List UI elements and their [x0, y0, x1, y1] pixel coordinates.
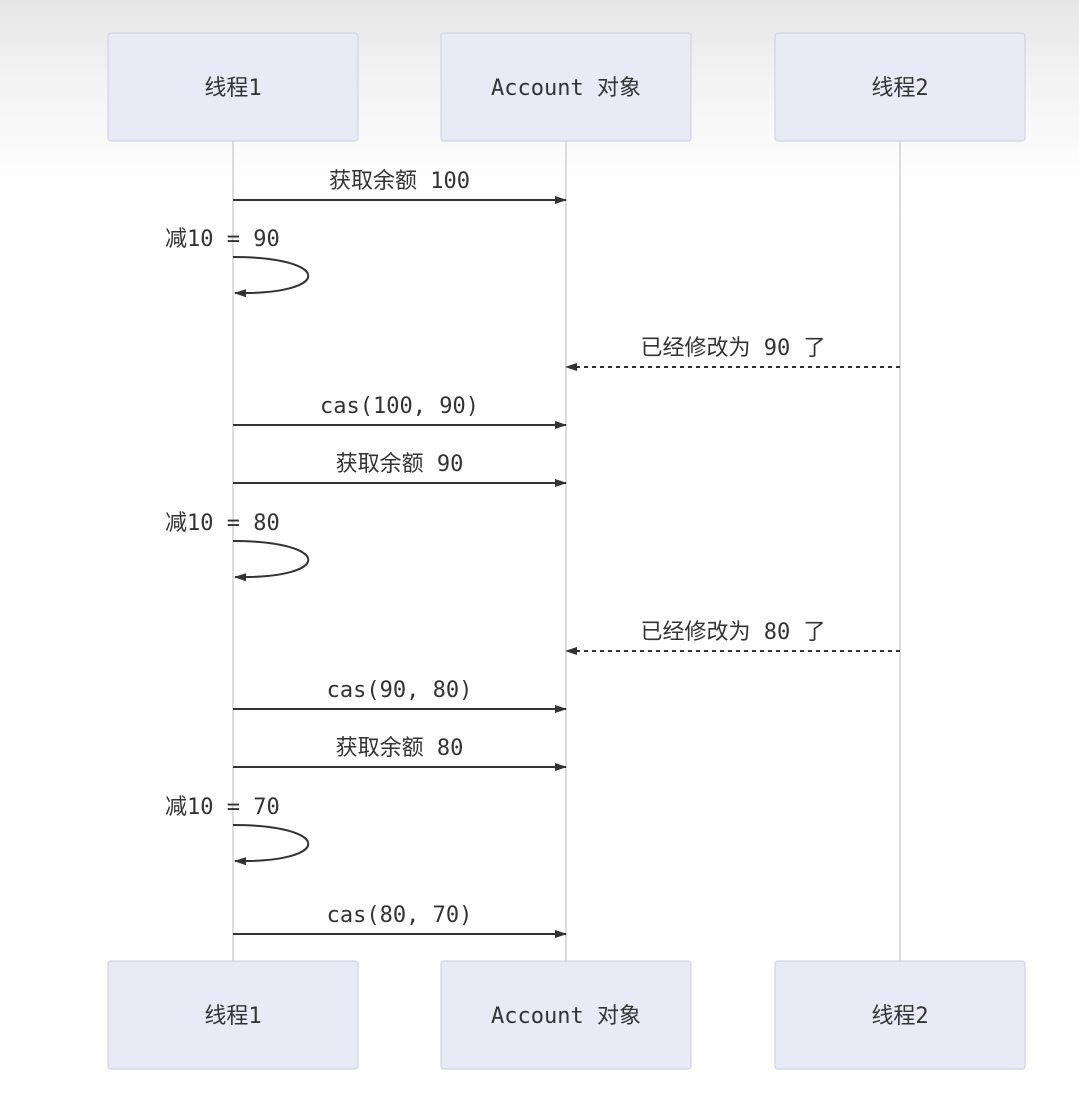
- message-9: 获取余额 80: [233, 736, 567, 771]
- message-11: cas(80, 70): [233, 903, 567, 938]
- message-label: 获取余额 90: [336, 452, 464, 477]
- participant-t1-top: 线程1: [107, 32, 359, 142]
- message-label: 减10 = 70: [165, 795, 280, 820]
- participant-acc-bottom: Account 对象: [440, 960, 692, 1070]
- participant-label: 线程1: [204, 1004, 261, 1029]
- message-label: 获取余额 80: [336, 736, 464, 761]
- message-label: cas(90, 80): [327, 678, 473, 703]
- participant-label: 线程1: [204, 76, 261, 101]
- participant-label: 线程2: [871, 76, 928, 101]
- self-message-arrow: [232, 540, 310, 582]
- participant-box: [774, 32, 1026, 142]
- message-label: 减10 = 80: [165, 511, 280, 536]
- participant-box: [440, 960, 692, 1070]
- message-1: 获取余额 100: [233, 169, 567, 204]
- participant-acc-top: Account 对象: [440, 32, 692, 142]
- participant-label: 线程2: [871, 1004, 928, 1029]
- message-8: cas(90, 80): [233, 678, 567, 713]
- message-label: 减10 = 90: [165, 227, 280, 252]
- message-7: 已经修改为 80 了: [565, 620, 900, 655]
- participant-label: Account 对象: [491, 1004, 641, 1029]
- self-message-arrow: [232, 824, 310, 866]
- participant-t1-bottom: 线程1: [107, 960, 359, 1070]
- message-4: cas(100, 90): [233, 394, 567, 429]
- participant-box: [107, 32, 359, 142]
- message-label: cas(100, 90): [320, 394, 479, 419]
- participant-t2-bottom: 线程2: [774, 960, 1026, 1070]
- message-2: 减10 = 90: [165, 227, 310, 298]
- message-label: cas(80, 70): [327, 903, 473, 928]
- message-label: 获取余额 100: [329, 169, 470, 194]
- participant-box: [107, 960, 359, 1070]
- message-label: 已经修改为 80 了: [641, 620, 826, 645]
- message-6: 减10 = 80: [165, 511, 310, 582]
- message-3: 已经修改为 90 了: [565, 336, 900, 371]
- participant-box: [774, 960, 1026, 1070]
- participant-label: Account 对象: [491, 76, 641, 101]
- participant-box: [440, 32, 692, 142]
- message-label: 已经修改为 90 了: [641, 336, 826, 361]
- message-10: 减10 = 70: [165, 795, 310, 866]
- participant-t2-top: 线程2: [774, 32, 1026, 142]
- message-5: 获取余额 90: [233, 452, 567, 487]
- self-message-arrow: [232, 256, 310, 298]
